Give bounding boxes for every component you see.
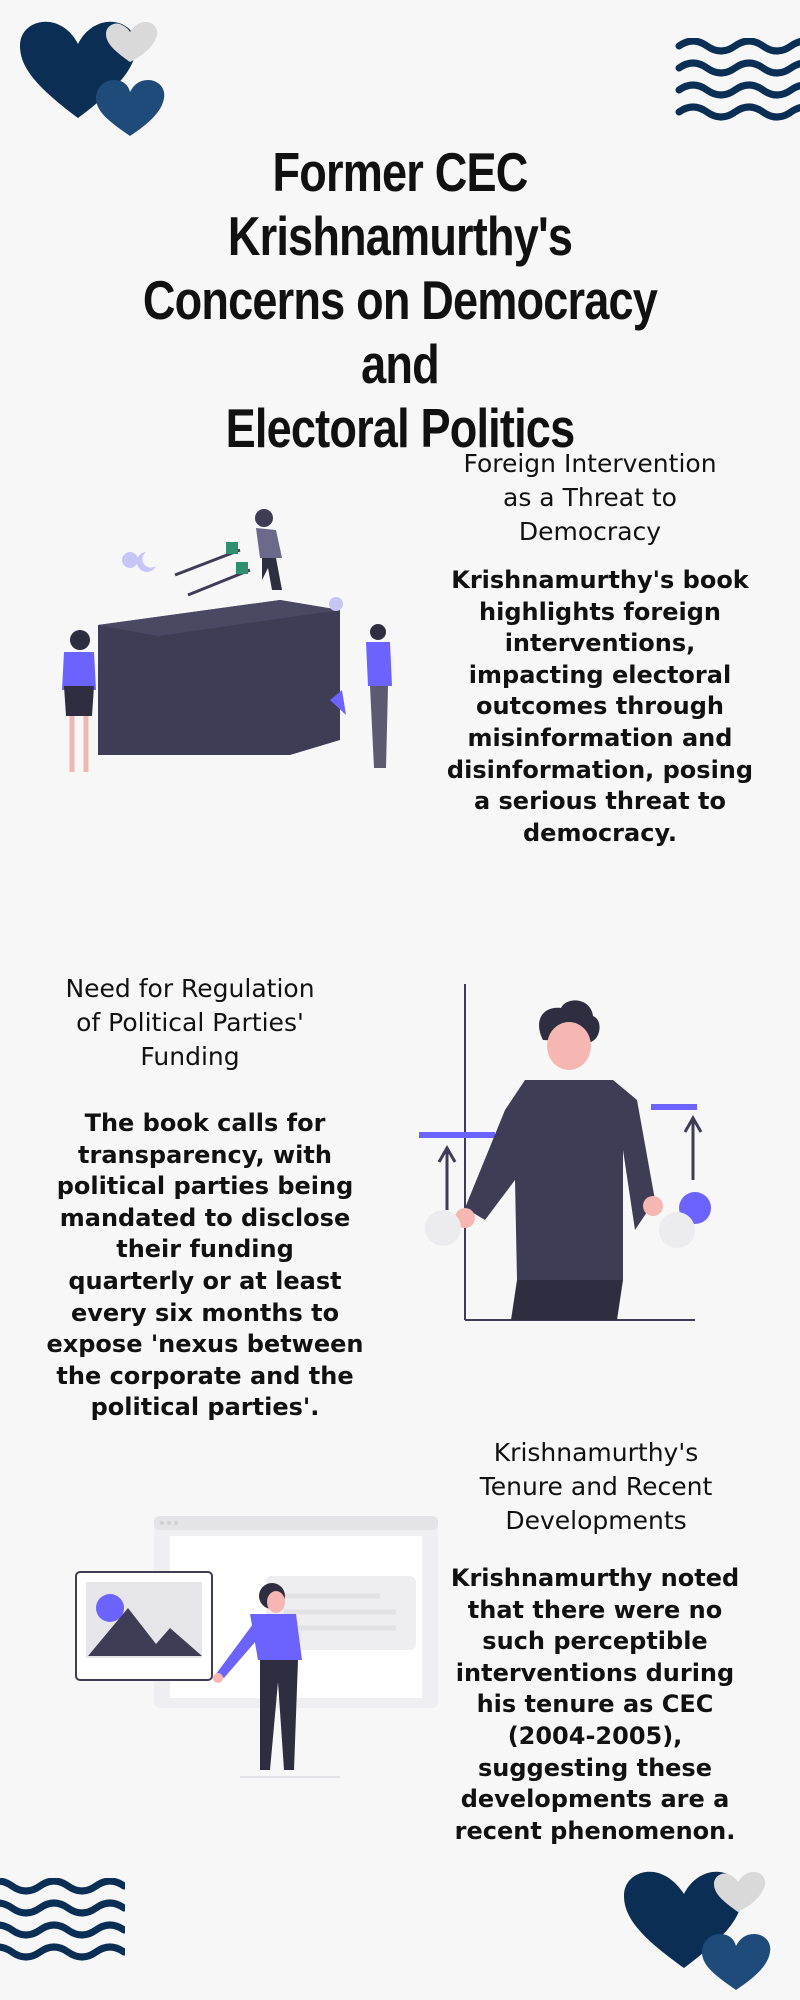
section-heading-tenure: Krishnamurthy's Tenure and Recent Develo… [479, 1438, 713, 1535]
hearts-decoration-bottom-right [624, 1871, 771, 1990]
heart-small-blue-icon [96, 80, 165, 136]
section-body-tenure: Krishnamurthy noted that there were no s… [450, 1564, 740, 1845]
heart-small-gray-icon [714, 1872, 766, 1912]
waves-decoration-top-right [675, 38, 800, 121]
section-heading-foreign-intervention: Foreign Intervention as a Threat to Demo… [463, 449, 717, 546]
heart-small-blue-icon [702, 1934, 771, 1990]
person-chart-illustration [419, 984, 711, 1321]
section-heading-party-funding: Need for Regulation of Political Parties… [65, 974, 315, 1071]
section-body-foreign-intervention: Krishnamurthy's book highlights foreign … [446, 566, 754, 847]
ballot-box-illustration [62, 509, 392, 772]
page-title: Former CEC Krishnamurthy's Concerns on D… [142, 141, 658, 459]
heart-small-gray-icon [106, 22, 158, 62]
hearts-decoration-top-left [20, 21, 165, 136]
presentation-illustration [75, 1516, 438, 1778]
section-body-party-funding: The book calls for transparency, with po… [46, 1109, 364, 1422]
waves-decoration-bottom-left [0, 1878, 125, 1961]
